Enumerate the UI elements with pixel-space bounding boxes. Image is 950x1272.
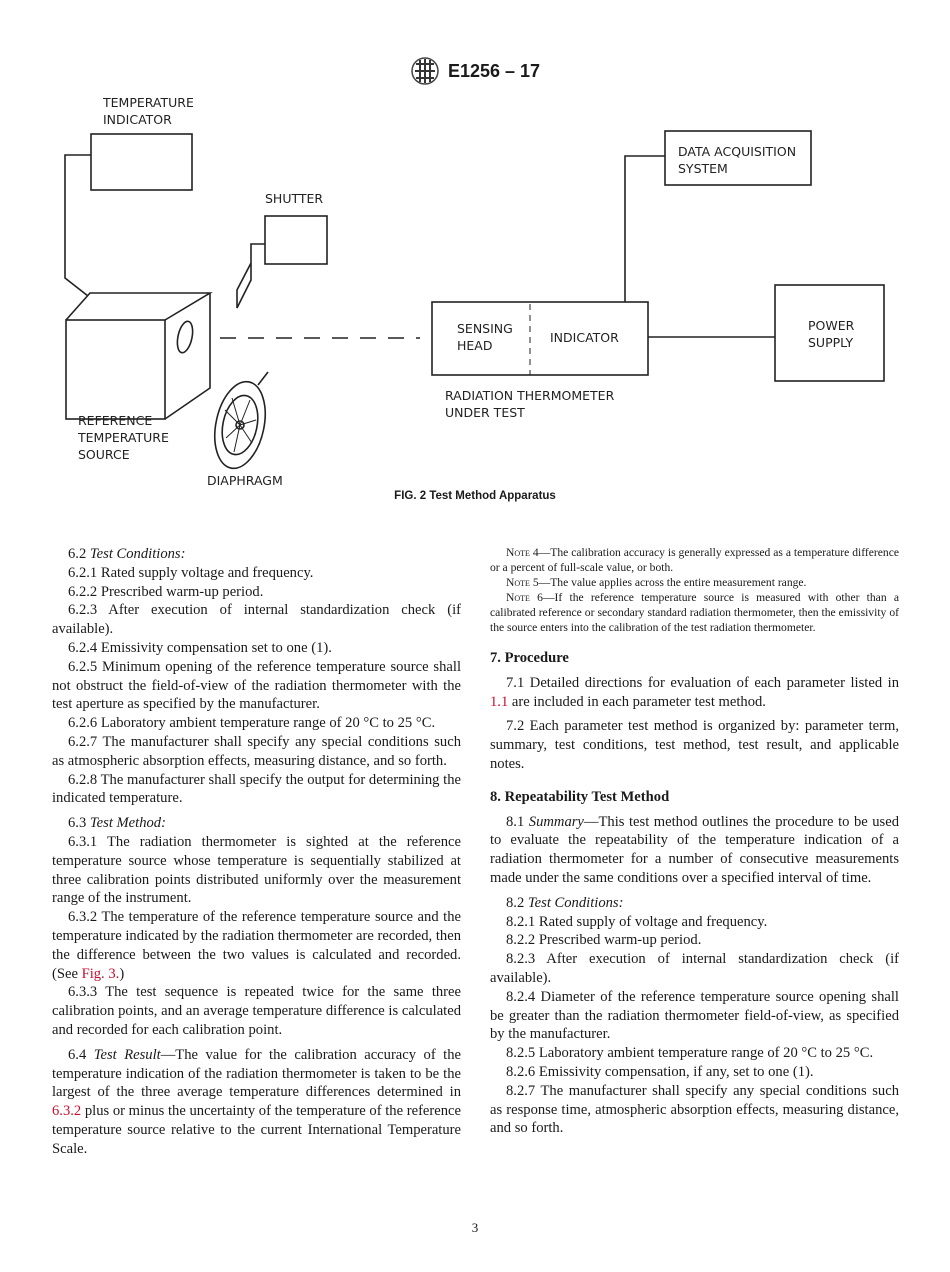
para-6-2-7: 6.2.7 The manufacturer shall specify any… bbox=[52, 733, 461, 769]
para-7-1: 7.1 Detailed directions for evaluation o… bbox=[490, 674, 899, 710]
label-source: SOURCE bbox=[78, 447, 130, 462]
para-6-3: 6.3 Test Method: bbox=[68, 815, 166, 832]
para-8-2: 8.2 Test Conditions: bbox=[506, 894, 624, 911]
reference-source-cube bbox=[65, 292, 213, 420]
page-number: 3 bbox=[471, 1220, 479, 1235]
radiation-thermometer-box: SENSING HEAD INDICATOR RADIATION THERMOM… bbox=[431, 301, 649, 420]
power-supply-box: POWER SUPPLY bbox=[648, 284, 885, 382]
heading-repeatability: 8. Repeatability Test Method bbox=[490, 788, 670, 805]
para-8-2-1: 8.2.1 Rated supply of voltage and freque… bbox=[506, 913, 768, 930]
para-8-2-7: 8.2.7 The manufacturer shall specify any… bbox=[490, 1082, 899, 1137]
para-6-4: 6.4 Test Result—The value for the calibr… bbox=[52, 1046, 462, 1157]
para-8-2-2: 8.2.2 Prescribed warm-up period. bbox=[506, 932, 702, 949]
para-6-3-3: 6.3.3 The test sequence is repeated twic… bbox=[52, 984, 461, 1038]
diaphragm: DIAPHRAGM bbox=[207, 371, 283, 488]
para-8-1: 8.1 Summary—This test method outlines th… bbox=[490, 813, 899, 886]
note-5: Note 5—The value applies across the enti… bbox=[506, 576, 807, 589]
para-6-2-5: 6.2.5 Minimum opening of the reference t… bbox=[52, 658, 461, 713]
figure-caption: FIG. 2 Test Method Apparatus bbox=[394, 490, 556, 502]
svg-text:POWER: POWER bbox=[808, 318, 855, 333]
para-8-2-5: 8.2.5 Laboratory ambient temperature ran… bbox=[506, 1045, 874, 1062]
para-6-2-1: 6.2.1 Rated supply voltage and frequency… bbox=[68, 564, 314, 581]
link-1-1[interactable]: 1.1 bbox=[490, 693, 509, 710]
heading-procedure: 7. Procedure bbox=[490, 650, 569, 666]
para-8-2-4: 8.2.4 Diameter of the reference temperat… bbox=[490, 988, 899, 1043]
label-indicator: INDICATOR bbox=[103, 112, 172, 127]
document-designation: E1256 – 17 bbox=[447, 60, 541, 81]
svg-text:RADIATION THERMOMETER: RADIATION THERMOMETER bbox=[445, 388, 615, 403]
right-column: Note 4—The calibration accuracy is gener… bbox=[490, 545, 899, 1138]
para-6-3-1: 6.3.1 The radiation thermometer is sight… bbox=[52, 833, 461, 907]
label-diaphragm: DIAPHRAGM bbox=[207, 473, 283, 488]
para-8-2-3: 8.2.3 After execution of internal standa… bbox=[490, 951, 899, 986]
label-temperature: TEMPERATURE bbox=[102, 95, 194, 110]
shutter: SHUTTER bbox=[236, 191, 328, 309]
temperature-indicator-box: TEMPERATURE INDICATOR bbox=[90, 95, 194, 191]
label-temperature-2: TEMPERATURE bbox=[77, 430, 169, 445]
link-fig-3[interactable]: Fig. 3. bbox=[81, 965, 120, 982]
para-6-2: 6.2 Test Conditions: bbox=[68, 546, 186, 562]
para-6-2-6: 6.2.6 Laboratory ambient temperature ran… bbox=[68, 715, 436, 732]
indicator-wire bbox=[64, 154, 91, 297]
label-shutter: SHUTTER bbox=[265, 191, 323, 206]
para-6-2-4: 6.2.4 Emissivity compensation set to one… bbox=[68, 639, 332, 656]
svg-text:SYSTEM: SYSTEM bbox=[678, 161, 728, 176]
para-6-2-8: 6.2.8 The manufacturer shall specify the… bbox=[52, 771, 461, 807]
note-4: Note 4—The calibration accuracy is gener… bbox=[490, 546, 899, 574]
left-column: 6.2 Test Conditions: 6.2.1 Rated supply … bbox=[52, 545, 461, 1159]
svg-text:HEAD: HEAD bbox=[457, 338, 492, 353]
para-6-2-3: 6.2.3 After execution of internal standa… bbox=[52, 602, 461, 638]
svg-text:SENSING: SENSING bbox=[457, 321, 513, 336]
para-8-2-6: 8.2.6 Emissivity compensation, if any, s… bbox=[506, 1063, 814, 1080]
svg-text:UNDER TEST: UNDER TEST bbox=[445, 405, 525, 420]
para-6-3-2: 6.3.2 The temperature of the reference t… bbox=[52, 909, 461, 982]
data-acquisition-box: DATA ACQUISITION SYSTEM bbox=[624, 130, 812, 302]
svg-text:DATA ACQUISITION: DATA ACQUISITION bbox=[678, 144, 796, 159]
svg-text:INDICATOR: INDICATOR bbox=[550, 330, 619, 345]
svg-text:SUPPLY: SUPPLY bbox=[808, 335, 853, 350]
apparatus-diagram: TEMPERATURE INDICATOR REFERENCE TEMPERAT… bbox=[64, 95, 885, 488]
note-6: Note 6—If the reference temperature sour… bbox=[490, 591, 899, 634]
label-reference: REFERENCE bbox=[78, 413, 152, 428]
para-6-2-2: 6.2.2 Prescribed warm-up period. bbox=[68, 583, 264, 600]
page-header: E1256 – 17 bbox=[0, 56, 950, 86]
para-7-2: 7.2 Each parameter test method is organi… bbox=[490, 718, 899, 772]
astm-logo bbox=[411, 57, 439, 85]
link-6-3-2[interactable]: 6.3.2 bbox=[52, 1103, 82, 1120]
